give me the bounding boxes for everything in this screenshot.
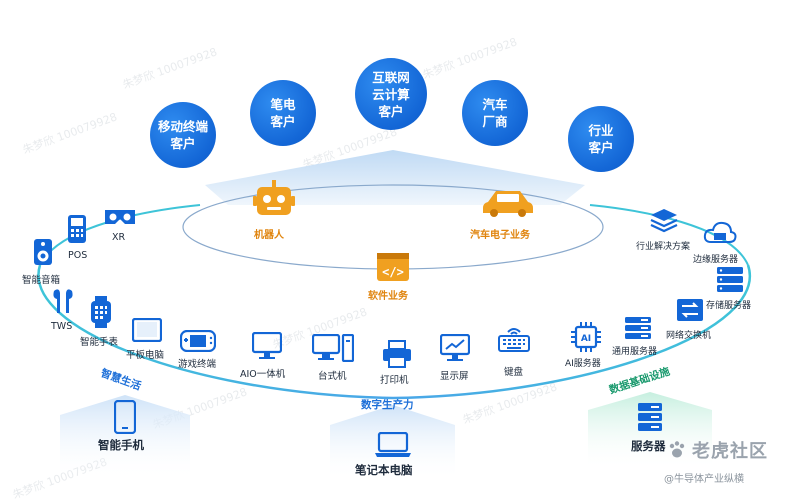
tws-label: TWS	[51, 321, 73, 332]
digital-productivity-title: 数字生产力	[361, 399, 414, 411]
smart-speaker-icon	[34, 239, 52, 265]
customer-label: 移动终端	[157, 119, 208, 134]
general-server-icon	[625, 317, 651, 339]
customer-label: 客户	[588, 140, 614, 155]
edge-server-label: 边缘服务器	[693, 255, 739, 265]
smartphone-label: 智能手机	[98, 438, 144, 452]
layers-icon	[650, 209, 678, 233]
display-label: 显示屏	[440, 371, 469, 382]
server-rack-icon	[638, 403, 662, 431]
paw-logo-icon	[669, 441, 685, 458]
customer-label: 互联网	[372, 69, 410, 85]
svg-text:</>: </>	[382, 265, 404, 279]
robot-label: 机器人	[254, 230, 284, 241]
customer-automaker: 汽车 厂商	[462, 80, 528, 146]
pos-label: POS	[68, 250, 88, 261]
printer-label: 打印机	[380, 375, 409, 386]
brand-name: 老虎社区	[692, 441, 768, 462]
network-switch-icon	[677, 299, 703, 321]
customer-label: 客户	[170, 136, 196, 151]
storage-server-label: 存储服务器	[706, 301, 752, 311]
customer-label: 客户	[378, 103, 404, 119]
software-label: 软件业务	[368, 291, 408, 302]
smart-speaker-label: 智能音箱	[22, 275, 61, 286]
smartphone-icon	[114, 400, 136, 434]
customer-label: 云计算	[372, 86, 410, 102]
cloud-data-icon	[703, 221, 737, 243]
customer-industry: 行业 客户	[568, 106, 634, 172]
svg-text:AI: AI	[581, 334, 591, 344]
ai-server-label: AI服务器	[565, 359, 601, 369]
network-switch-label: 网络交换机	[666, 331, 712, 341]
car-icon	[483, 191, 533, 217]
pos-terminal-icon	[68, 215, 86, 243]
aio-label: AIO一体机	[240, 369, 286, 380]
laptop-label: 笔记本电脑	[355, 463, 413, 477]
customer-internet-cloud: 互联网 云计算 客户	[355, 58, 427, 130]
desktop-pc-icon	[312, 334, 354, 362]
game-console-icon	[180, 330, 216, 352]
auto-electronics-label: 汽车电子业务	[470, 230, 530, 241]
tablet-label: 平板电脑	[126, 350, 165, 361]
storage-server-icon	[717, 267, 743, 292]
earbuds-icon	[53, 289, 73, 313]
printer-icon	[383, 340, 411, 368]
customer-label: 客户	[270, 114, 296, 129]
robot-icon	[253, 180, 295, 215]
customer-label: 汽车	[482, 97, 508, 112]
keyboard-icon	[498, 328, 530, 352]
monitor-chart-icon	[440, 334, 470, 361]
industry-solution-label: 行业解决方案	[636, 242, 691, 252]
code-window-icon: </>	[377, 253, 409, 281]
general-server-label: 通用服务器	[612, 347, 658, 357]
customer-label: 行业	[588, 123, 614, 138]
laptop-icon	[375, 432, 411, 457]
customer-laptop: 笔电 客户	[250, 80, 316, 146]
game-console-label: 游戏终端	[178, 359, 217, 370]
xr-label: XR	[112, 232, 126, 243]
tablet-icon	[132, 318, 162, 342]
vr-headset-icon	[105, 210, 135, 224]
smartwatch-icon	[91, 296, 111, 328]
ai-chip-icon: AI	[571, 322, 601, 352]
aio-monitor-icon	[252, 332, 282, 359]
desktop-label: 台式机	[318, 371, 347, 382]
customer-label: 厂商	[482, 114, 508, 129]
customer-label: 笔电	[270, 97, 296, 112]
keyboard-label: 键盘	[504, 367, 524, 378]
customer-mobile-terminal: 移动终端 客户	[150, 102, 216, 168]
brand-sub: @牛导体产业纵横	[664, 474, 744, 485]
smartwatch-label: 智能手表	[80, 337, 119, 348]
server-label: 服务器	[631, 439, 666, 453]
